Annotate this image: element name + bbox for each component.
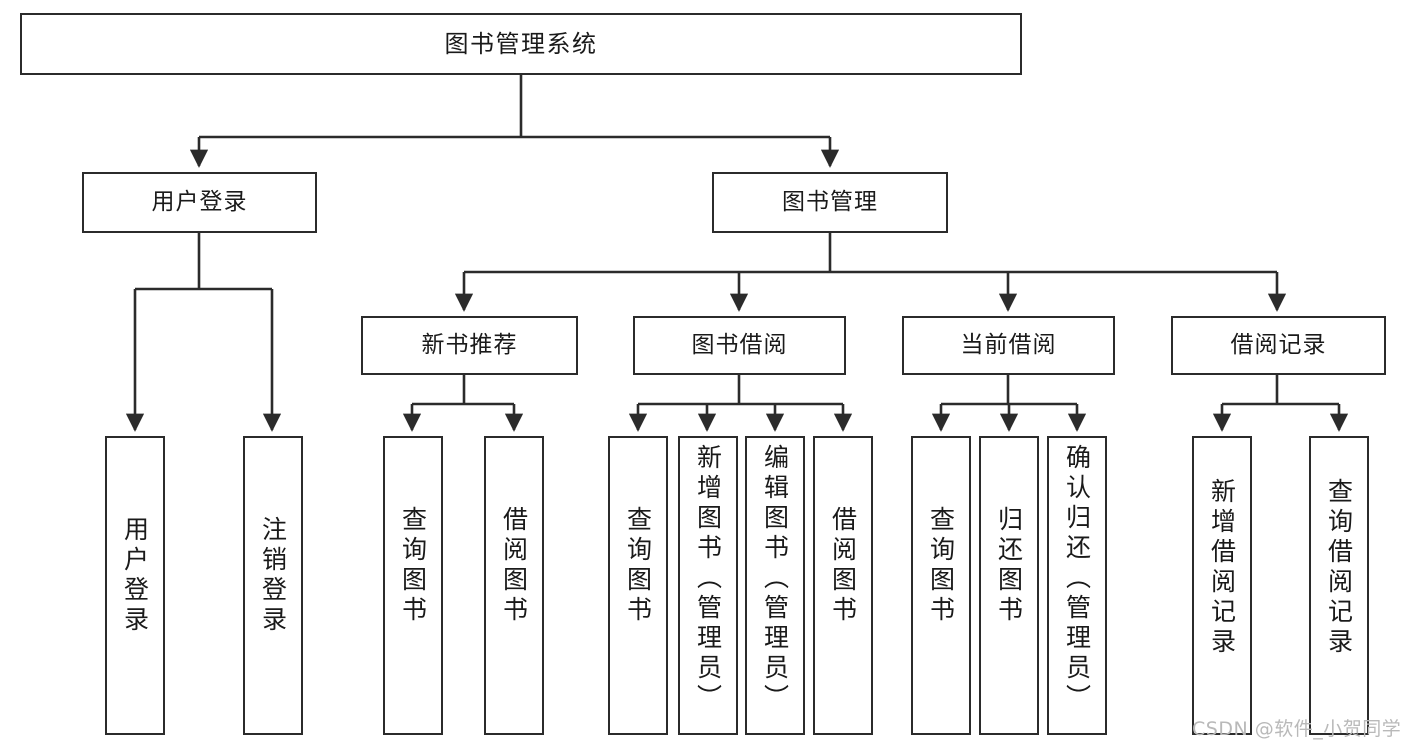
node-label: 新增图书（管理员） <box>693 444 723 714</box>
node-label: 新增借阅记录 <box>1207 478 1237 658</box>
leaf-query-borrow-record[interactable]: 查询借阅记录 <box>1309 436 1369 735</box>
node-label: 借阅图书 <box>828 506 858 626</box>
node-label: 查询图书 <box>623 506 653 626</box>
node-label: 借阅记录 <box>1230 331 1327 358</box>
node-root-book-management-system[interactable]: 图书管理系统 <box>20 13 1022 75</box>
node-label: 新书推荐 <box>421 331 518 358</box>
leaf-edit-book-admin[interactable]: 编辑图书（管理员） <box>745 436 805 735</box>
node-label: 图书借阅 <box>691 331 788 358</box>
leaf-logout[interactable]: 注销登录 <box>243 436 303 735</box>
csdn-watermark: CSDN @软件_小贺同学 <box>1192 718 1402 740</box>
node-label: 用户登录 <box>151 188 248 215</box>
node-user-login[interactable]: 用户登录 <box>82 172 317 233</box>
node-label: 查询图书 <box>398 506 428 626</box>
node-label: 注销登录 <box>258 516 288 636</box>
node-label: 归还图书 <box>994 506 1024 626</box>
leaf-add-book-admin[interactable]: 新增图书（管理员） <box>678 436 738 735</box>
node-label: 图书管理系统 <box>444 29 598 58</box>
leaf-confirm-return-admin[interactable]: 确认归还（管理员） <box>1047 436 1107 735</box>
node-label: 借阅图书 <box>499 506 529 626</box>
node-label: 编辑图书（管理员） <box>760 444 790 714</box>
node-new-book-recommendation[interactable]: 新书推荐 <box>361 316 578 375</box>
node-label: 确认归还（管理员） <box>1062 444 1092 714</box>
leaf-borrow-book-borrow[interactable]: 借阅图书 <box>813 436 873 735</box>
node-current-borrow[interactable]: 当前借阅 <box>902 316 1115 375</box>
node-book-borrow[interactable]: 图书借阅 <box>633 316 846 375</box>
leaf-query-book-new-rec[interactable]: 查询图书 <box>383 436 443 735</box>
node-label: 用户登录 <box>120 516 150 636</box>
node-label: 图书管理 <box>782 188 878 215</box>
node-label: 查询借阅记录 <box>1324 478 1354 658</box>
leaf-query-book-borrow[interactable]: 查询图书 <box>608 436 668 735</box>
leaf-query-book-current[interactable]: 查询图书 <box>911 436 971 735</box>
node-label: 查询图书 <box>926 506 956 626</box>
node-book-management[interactable]: 图书管理 <box>712 172 948 233</box>
leaf-borrow-book-new-rec[interactable]: 借阅图书 <box>484 436 544 735</box>
node-borrow-record[interactable]: 借阅记录 <box>1171 316 1386 375</box>
leaf-user-login[interactable]: 用户登录 <box>105 436 165 735</box>
node-label: 当前借阅 <box>960 331 1057 358</box>
leaf-return-book[interactable]: 归还图书 <box>979 436 1039 735</box>
leaf-add-borrow-record[interactable]: 新增借阅记录 <box>1192 436 1252 735</box>
